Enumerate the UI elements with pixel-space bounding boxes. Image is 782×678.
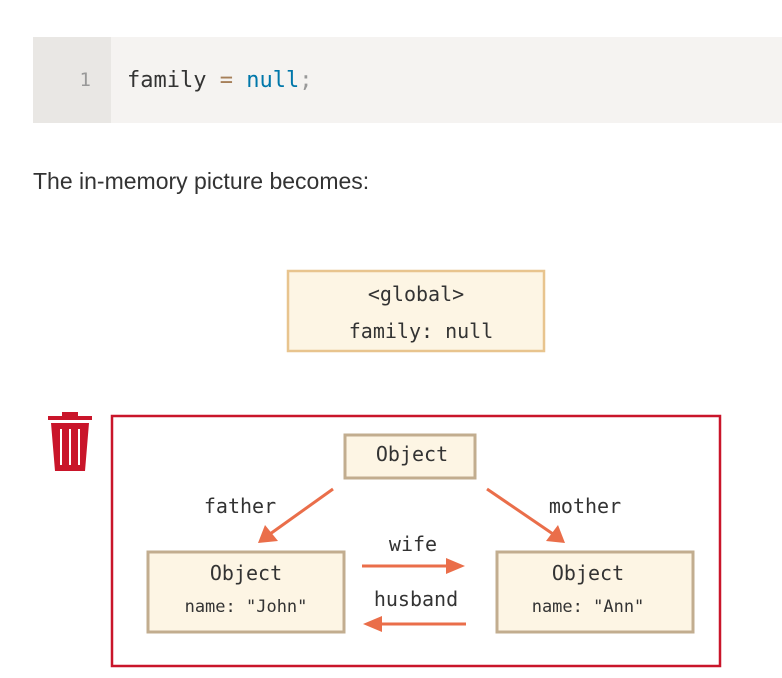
ann-object-node: Object name: "Ann"	[495, 550, 695, 634]
wife-label: wife	[389, 532, 437, 556]
john-object-title: Object	[210, 561, 282, 585]
code-identifier: family	[127, 67, 207, 93]
mother-edge: mother	[486, 487, 621, 543]
unreachable-group	[110, 414, 722, 668]
ann-object-title: Object	[552, 561, 624, 585]
father-edge: father	[204, 487, 334, 543]
center-object-box	[343, 433, 477, 480]
code-keyword: null	[246, 67, 300, 93]
code-line: family = null;	[111, 37, 312, 123]
code-block: 1 family = null;	[33, 37, 782, 123]
global-box	[286, 269, 546, 353]
line-number: 1	[33, 37, 111, 123]
john-object-node: Object name: "John"	[146, 550, 346, 634]
center-object-node: Object	[343, 433, 477, 480]
ann-object-box	[495, 550, 695, 634]
global-title: <global>	[368, 282, 464, 306]
husband-label: husband	[374, 587, 458, 611]
ann-object-field: name: "Ann"	[532, 597, 645, 617]
husband-edge: husband	[363, 587, 466, 632]
global-node: <global> family: null	[286, 269, 546, 353]
john-object-field: name: "John"	[185, 597, 308, 617]
mother-label: mother	[549, 494, 621, 518]
center-object-title: Object	[376, 442, 448, 466]
father-label: father	[204, 494, 276, 518]
global-field: family: null	[349, 319, 494, 343]
john-object-box	[146, 550, 346, 634]
code-punctuation: ;	[299, 67, 313, 93]
code-operator: =	[206, 67, 247, 93]
trash-icon	[48, 412, 92, 471]
paragraph: The in-memory picture becomes:	[33, 168, 370, 194]
wife-edge: wife	[362, 532, 465, 574]
